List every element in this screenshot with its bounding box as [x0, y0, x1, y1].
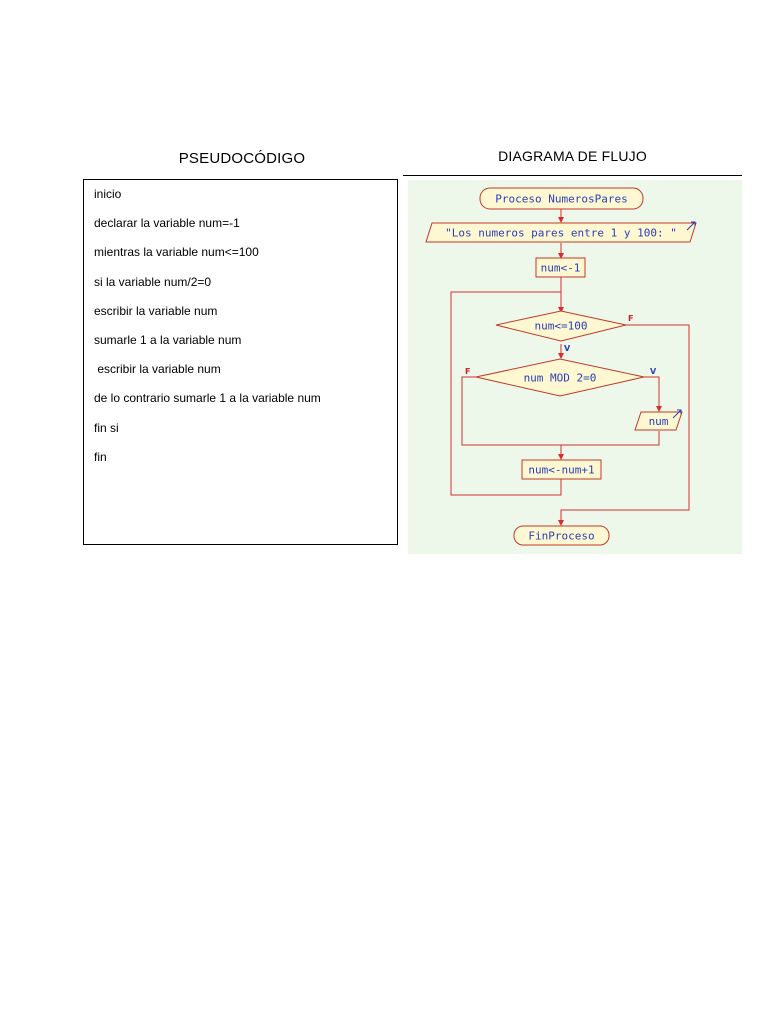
edge-if-false: [461, 376, 561, 446]
pseudocode-line: escribir la variable num: [94, 303, 218, 318]
pseudocode-line: mientras la variable num<=100: [94, 245, 259, 260]
node-end-label: FinProceso: [528, 530, 594, 543]
node-output-num: num: [634, 409, 683, 431]
node-start-label: Proceso NumerosPares: [495, 193, 627, 206]
node-if-condition: num MOD 2=0 F V: [465, 358, 657, 397]
edge-loop-false: [558, 324, 690, 526]
loop-true-flag: V: [564, 344, 571, 353]
if-true-flag: V: [650, 367, 657, 376]
pseudocode-heading: PSEUDOCÓDIGO: [178, 150, 306, 167]
pseudocode-line: de lo contrario sumarle 1 a la variable …: [94, 391, 321, 406]
pseudocode-box: inicio declarar la variable num=-1 mient…: [83, 179, 398, 545]
node-increment: num<-num+1: [521, 459, 602, 480]
edge-if-true: [644, 376, 662, 412]
pseudocode-line: sumarle 1 a la variable num: [94, 332, 242, 347]
pseudocode-line: inicio: [94, 187, 122, 201]
node-assign-init-label: num<-1: [541, 262, 581, 275]
pseudocode-line: fin: [94, 449, 107, 464]
output-arrow-icon: [686, 221, 696, 231]
node-loop-condition: num<=100 F V: [495, 310, 633, 353]
pseudocode-line: escribir la variable num: [94, 362, 221, 377]
node-assign-init: num<-1: [535, 257, 586, 278]
node-increment-label: num<-num+1: [528, 464, 594, 477]
pseudocode-line: fin si: [94, 420, 119, 435]
node-output-text-label: "Los numeros pares entre 1 y 100: ": [445, 227, 677, 240]
node-loop-condition-label: num<=100: [535, 320, 588, 333]
diagram-heading-rule: [403, 175, 742, 176]
node-end: FinProceso: [513, 525, 610, 546]
output-num-arrow-icon: [672, 409, 682, 419]
node-if-condition-label: num MOD 2=0: [524, 372, 597, 385]
diagram-heading: DIAGRAMA DE FLUJO: [498, 148, 647, 164]
pseudocode-line: si la variable num/2=0: [94, 274, 212, 289]
pseudocode-line: declarar la variable num=-1: [94, 216, 240, 231]
node-output-text: "Los numeros pares entre 1 y 100: ": [425, 221, 697, 243]
flowchart: Proceso NumerosPares "Los numeros pares …: [408, 180, 742, 554]
edge-loop-back: [450, 291, 562, 496]
node-output-num-label: num: [649, 415, 669, 428]
node-start: Proceso NumerosPares: [479, 187, 644, 210]
loop-false-flag: F: [628, 314, 633, 323]
flowchart-edges: [450, 209, 690, 526]
edge-num-to-merge: [561, 431, 660, 446]
if-false-flag: F: [465, 367, 470, 376]
